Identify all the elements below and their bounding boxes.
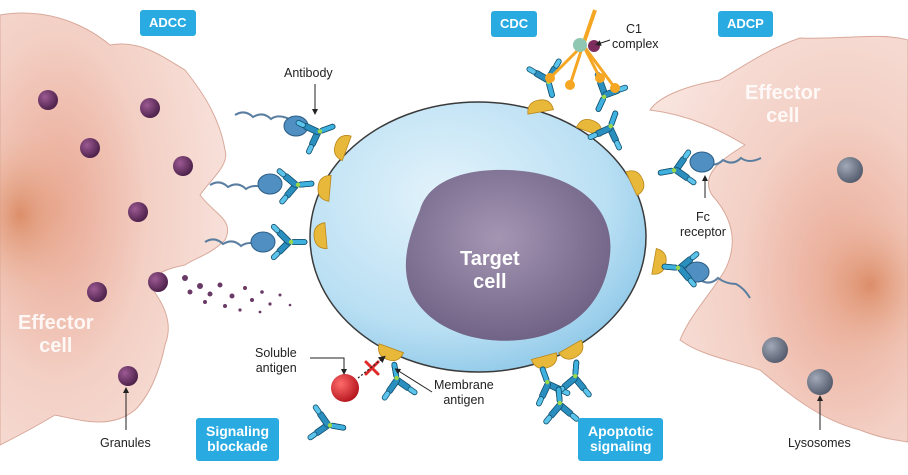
membrane-line2: antigen [443, 393, 485, 407]
fc-receptor-label: Fc receptor [680, 210, 726, 240]
membrane-antigen-label: Membrane antigen [434, 378, 494, 408]
granule-release-dots [182, 275, 292, 314]
adcp-badge: ADCP [718, 11, 773, 38]
c1-complex-label: C1 complex [612, 22, 659, 52]
signaling-blockade-badge: Signaling blockade [196, 418, 279, 461]
apoptotic-antibodies [523, 357, 596, 426]
membrane-line1: Membrane [434, 378, 494, 392]
adcp-label: ADCP [727, 16, 764, 31]
target-line2: cell [473, 271, 507, 293]
signaling-blockade-line2: blockade [207, 438, 268, 455]
adcc-label: ADCC [149, 15, 187, 30]
soluble-line2: antigen [255, 361, 297, 375]
left-effector-line2: cell [39, 335, 73, 357]
c1-line2: complex [612, 37, 659, 51]
cdc-label: CDC [500, 16, 529, 31]
granules [38, 90, 193, 386]
right-effector-line2: cell [766, 105, 800, 127]
signaling-blockade-line1: Signaling [206, 423, 269, 439]
antibody-label: Antibody [284, 66, 333, 80]
right-effector-nucleus [800, 205, 908, 365]
left-effector-nucleus [0, 125, 85, 305]
lysosomes-label: Lysosomes [788, 436, 851, 450]
soluble-antigen-label: Soluble antigen [255, 346, 297, 376]
left-fc-receptors [204, 111, 309, 253]
left-effector-line1: Effector [18, 312, 94, 334]
target-line1: Target [460, 248, 520, 270]
soluble-line1: Soluble [255, 346, 297, 360]
c1-line1: C1 [626, 22, 642, 36]
c1-complex [545, 9, 620, 93]
granules-label: Granules [100, 436, 151, 450]
right-fc-receptors [684, 151, 762, 299]
right-effector-cell-label: Effector cell [745, 82, 821, 128]
cdc-badge: CDC [491, 11, 538, 38]
apoptotic-signaling-badge: Apoptotic signaling [578, 418, 664, 461]
fc-line1: Fc [695, 210, 710, 224]
target-cell-label: Target cell [460, 248, 520, 294]
blockade-antibodies [305, 358, 420, 448]
right-effector-line1: Effector [745, 82, 821, 104]
fc-line2: receptor [680, 225, 726, 239]
blocked-x-icon [364, 360, 380, 376]
left-effector-cell [0, 12, 229, 446]
left-effector-cell-label: Effector cell [18, 312, 94, 358]
apoptotic-signaling-line1: Apoptotic [588, 423, 654, 439]
apoptotic-signaling-line2: signaling [589, 438, 652, 455]
soluble-antigen-ball [331, 374, 359, 402]
leader-lines [123, 39, 823, 430]
adcc-badge: ADCC [140, 10, 196, 37]
lysosomes [762, 157, 863, 395]
target-cell-nucleus [405, 169, 611, 341]
